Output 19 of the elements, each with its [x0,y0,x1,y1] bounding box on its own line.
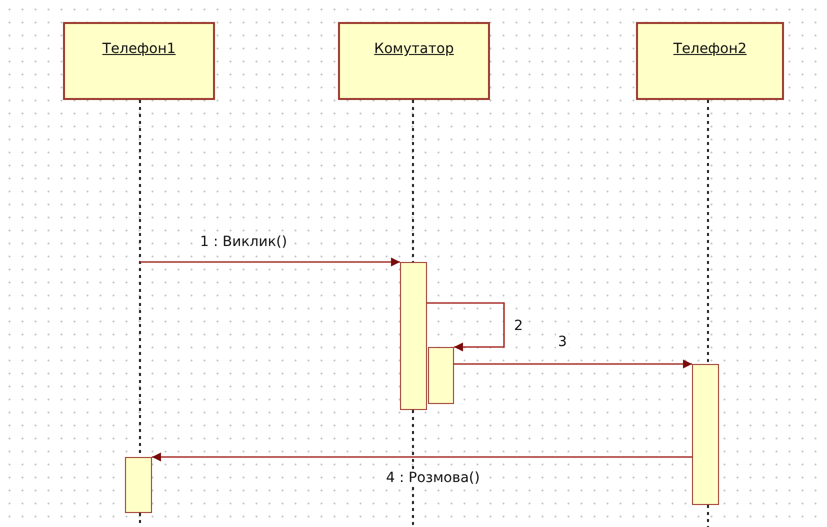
message-arrow [427,302,505,352]
activation-bar [428,347,454,404]
message-arrow [152,452,692,462]
message-label: 4 : Розмова() [384,470,482,486]
lifeline [707,100,709,364]
message-arrow [140,258,400,266]
lifeline-head-box [338,22,490,100]
message-arrow [454,360,692,368]
message-label: 3 [556,334,569,350]
lifeline-head-box [636,22,784,100]
message-label: 2 [512,318,525,334]
activation-bar [400,262,427,410]
lifeline-head-box [63,22,215,100]
object-name: Телефон1 [102,41,176,57]
lifeline [412,100,414,262]
activation-bar [692,364,719,505]
object-name: Комутатор [374,41,454,57]
activation-bar [125,457,152,513]
object-name: Телефон2 [673,41,747,57]
